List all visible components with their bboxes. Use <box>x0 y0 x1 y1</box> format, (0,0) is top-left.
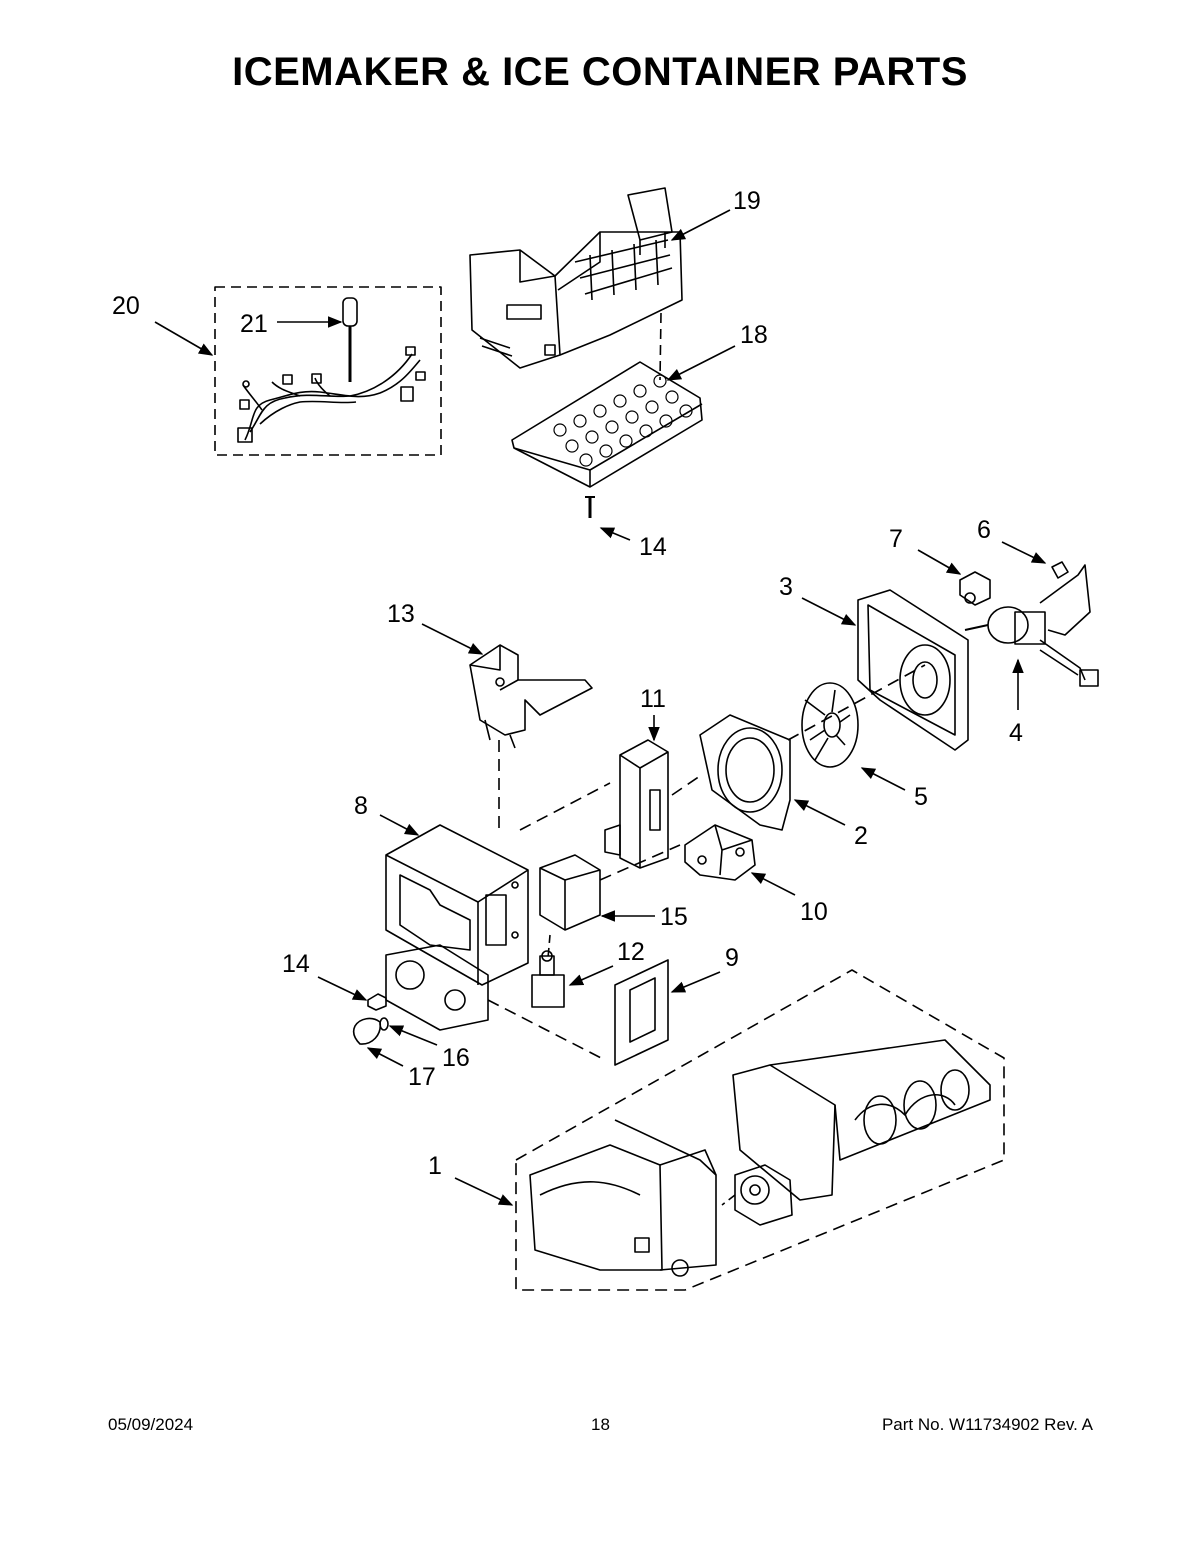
leader-3 <box>801 597 857 626</box>
leader-1 <box>454 1177 514 1206</box>
callout-12: 12 <box>617 938 645 966</box>
footer-page-number: 18 <box>591 1415 610 1434</box>
auger-nut <box>352 1017 382 1045</box>
leader-2 <box>793 799 846 826</box>
leader-6 <box>1001 541 1047 564</box>
leader-19 <box>670 209 731 241</box>
footer-part-number: Part No. W11734902 Rev. A <box>881 1415 1093 1434</box>
actuator-switch <box>531 950 565 1008</box>
fan-blade <box>801 682 859 768</box>
ice-mold-tray <box>511 361 703 488</box>
leader-12 <box>568 965 614 986</box>
callout-13: 13 <box>387 600 415 628</box>
callout-3: 3 <box>779 573 793 601</box>
thermistor-probe <box>342 297 358 382</box>
leader-8 <box>379 814 420 836</box>
leader-7 <box>917 549 962 575</box>
leader-17 <box>366 1047 404 1067</box>
callout-21: 21 <box>240 310 268 338</box>
callout-16: 16 <box>442 1044 470 1072</box>
washer <box>379 1017 389 1031</box>
fan-motor <box>964 606 1099 687</box>
motor-bracket <box>1039 561 1091 636</box>
ice-chute <box>469 644 593 749</box>
housing-screw <box>367 993 387 1011</box>
insulation-plate <box>614 959 669 1066</box>
callout-1: 1 <box>428 1152 442 1180</box>
leader-5 <box>860 767 906 791</box>
callout-17: 17 <box>408 1063 436 1091</box>
auger-housing <box>385 824 529 986</box>
callout-11: 11 <box>640 685 666 713</box>
motor-grommet <box>959 571 991 606</box>
page-title: ICEMAKER & ICE CONTAINER PARTS <box>232 50 968 94</box>
leader-16 <box>388 1025 438 1046</box>
callout-6: 6 <box>977 516 991 544</box>
callout-9: 9 <box>725 944 739 972</box>
callout-8: 8 <box>354 792 368 820</box>
callout-18: 18 <box>740 321 768 349</box>
callout-2: 2 <box>854 822 868 850</box>
leader-9 <box>670 971 721 993</box>
ice-container-assembly <box>515 969 1005 1291</box>
callout-4: 4 <box>1009 719 1023 747</box>
wire-harness-kit <box>214 286 442 456</box>
callout-19: 19 <box>733 187 761 215</box>
callout-15: 15 <box>660 903 688 931</box>
leader-10 <box>750 872 796 896</box>
fan-housing <box>857 589 969 751</box>
callout-5: 5 <box>914 783 928 811</box>
auger-motor <box>684 824 756 881</box>
mold-screw <box>585 496 595 518</box>
footer-date: 05/09/2024 <box>108 1415 194 1434</box>
callout-14a: 14 <box>639 533 667 561</box>
housing-cover <box>385 944 489 1031</box>
icemaker-assembly <box>469 187 683 369</box>
leader-14a <box>599 527 631 541</box>
solenoid-assembly <box>604 739 669 869</box>
leader-14b <box>317 976 368 1001</box>
fan-shroud <box>699 714 791 831</box>
callout-14b: 14 <box>282 950 310 978</box>
leader-18 <box>666 345 736 381</box>
callout-20: 20 <box>112 292 140 320</box>
leader-20 <box>154 321 214 356</box>
leader-13 <box>421 623 484 655</box>
callout-7: 7 <box>889 525 903 553</box>
solenoid-bracket <box>539 854 601 931</box>
callout-10: 10 <box>800 898 828 926</box>
